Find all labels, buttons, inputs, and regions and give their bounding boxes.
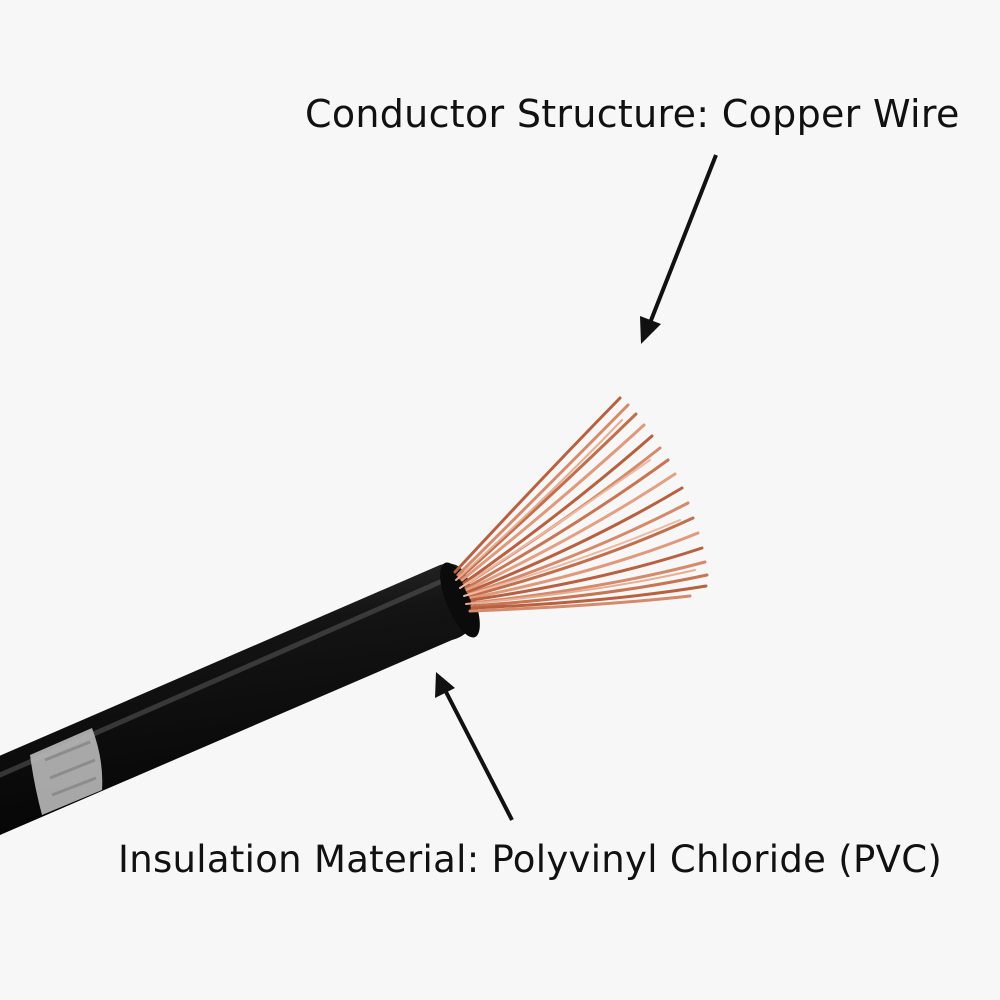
arrow-icon: [640, 154, 718, 344]
insulation-label: Insulation Material: Polyvinyl Chloride …: [118, 838, 943, 881]
cable-marking-band: [30, 728, 103, 815]
arrow-icon: [435, 672, 514, 821]
conductor-label: Conductor Structure: Copper Wire: [305, 92, 960, 136]
copper-strands: [453, 396, 709, 613]
